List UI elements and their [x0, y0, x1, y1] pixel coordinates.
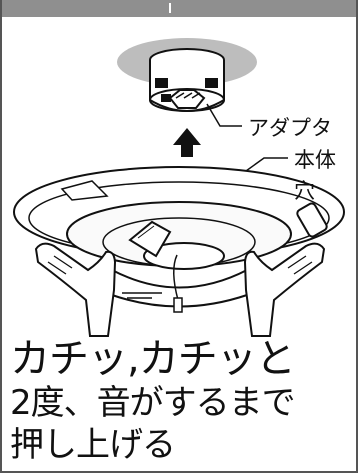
push-up-arrow — [173, 128, 201, 157]
body-label: 本体 — [294, 148, 336, 172]
caption-line-2: 2度、音がするまで — [10, 383, 296, 423]
right-hand — [243, 242, 326, 337]
left-hand — [34, 242, 117, 337]
caption-line-3: 押し上げる — [10, 425, 176, 465]
instruction-caption: カチッ,カチッと 2度、音がするまで 押し上げる — [10, 336, 296, 465]
adapter-leader-line — [206, 103, 242, 127]
adapter-label: アダプタ — [248, 116, 332, 140]
header-tab-marker — [169, 3, 177, 13]
connector-block — [128, 220, 172, 258]
hole-label: 穴 — [294, 179, 315, 203]
adapter-part — [149, 48, 225, 112]
caption-line-1: カチッ,カチッと — [10, 336, 296, 382]
body-leader-line — [245, 157, 288, 172]
header-bar — [2, 0, 356, 17]
pull-cord — [173, 254, 183, 313]
light-body — [13, 166, 345, 308]
installation-illustration — [13, 38, 345, 337]
